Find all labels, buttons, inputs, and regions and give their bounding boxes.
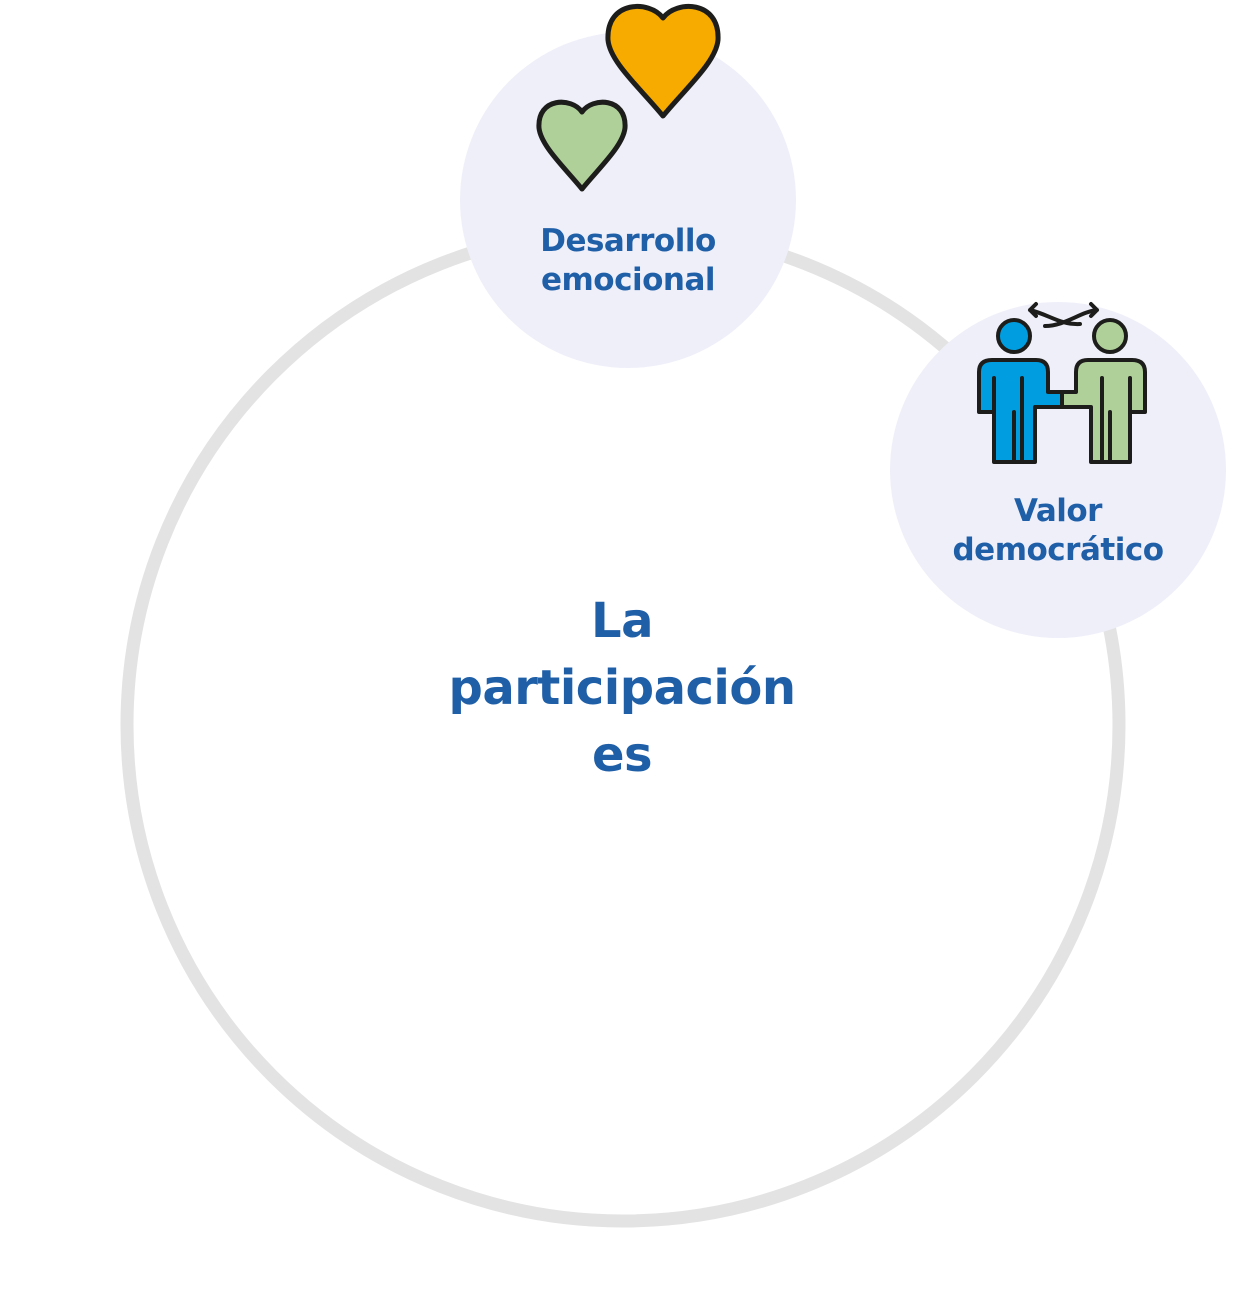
center-title-line: participación [448,660,796,717]
handshake-people-icon [977,302,1147,464]
hearts-icon [536,4,721,192]
node-label-line: Valor [1014,493,1102,529]
orange-heart-icon [605,4,721,119]
green-person-head [1092,318,1128,354]
center-title-line: es [591,727,653,784]
green-heart-icon [536,99,628,192]
blue-person-head [996,318,1032,354]
node-label-line: Desarrollo [540,223,716,259]
node-circle-emotional [460,32,796,368]
node-circle-democratic [890,302,1226,638]
center-title-line: La [591,593,653,649]
center-title: La participación es [372,588,872,790]
exchange-arrows-icon [1028,302,1099,328]
node-label-emotional: Desarrollo emocional [478,222,778,300]
node-label-line: emocional [540,261,716,298]
node-label-democratic: Valor democrático [908,492,1208,570]
node-label-line: democrático [952,531,1164,568]
